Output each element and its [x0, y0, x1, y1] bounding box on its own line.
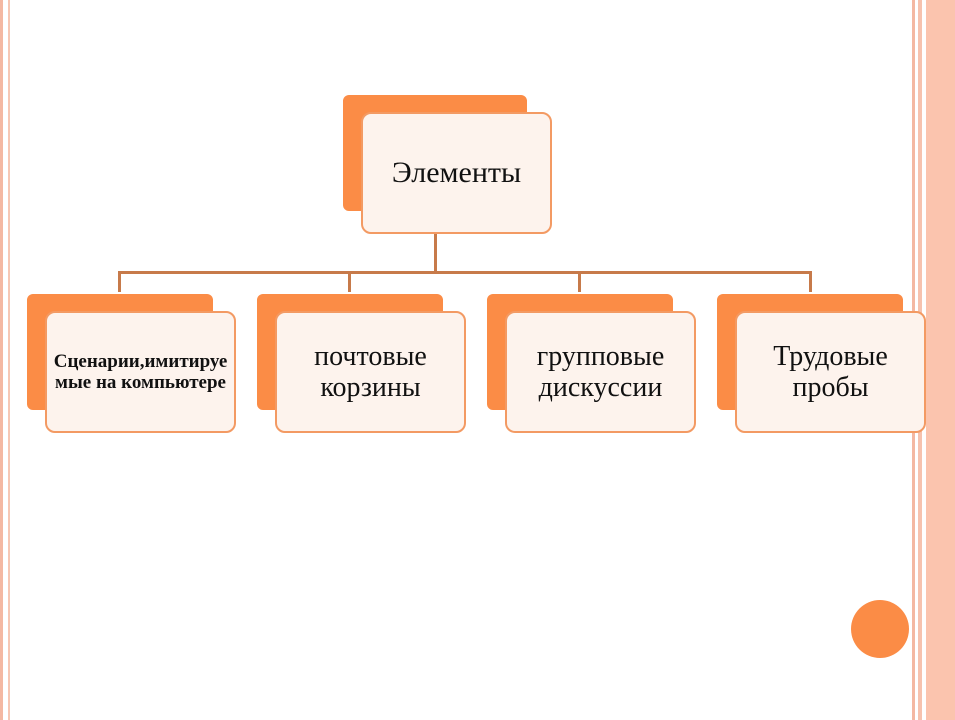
connector-horizontal-bar: [118, 271, 812, 274]
child-node-4: Трудовые пробы: [715, 292, 927, 433]
root-node: Элементы: [341, 93, 553, 234]
connector-child-4: [809, 271, 812, 293]
left-frame-line: [0, 0, 3, 720]
child-node-3-label: групповые дискуссии: [505, 311, 696, 433]
child-node-2-label: почтовые корзины: [275, 311, 466, 433]
connector-child-2: [348, 271, 351, 293]
left-frame-line-inner: [8, 0, 10, 720]
connector-root-stem: [434, 232, 437, 272]
connector-child-3: [578, 271, 581, 293]
right-frame-band: [926, 0, 955, 720]
root-node-label: Элементы: [361, 112, 552, 234]
child-node-2: почтовые корзины: [255, 292, 467, 433]
connector-child-1: [118, 271, 121, 293]
child-node-1: Сценарии,имитируемые на компьютере: [25, 292, 237, 433]
child-node-3: групповые дискуссии: [485, 292, 697, 433]
child-node-1-label: Сценарии,имитируемые на компьютере: [45, 311, 236, 433]
child-node-4-label: Трудовые пробы: [735, 311, 926, 433]
decorative-circle: [851, 600, 909, 658]
